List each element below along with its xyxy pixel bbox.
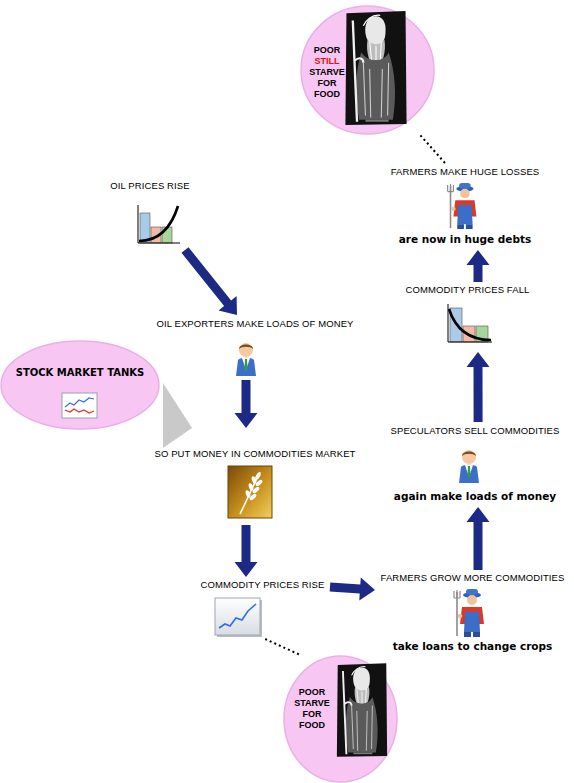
step-label: FARMERS MAKE HUGE LOSSES xyxy=(391,166,540,177)
flow-step: FARMERS MAKE HUGE LOSSES are now in huge … xyxy=(380,163,550,250)
pink-ellipse xyxy=(0,340,160,430)
poor-man-picture xyxy=(345,11,406,125)
dotted-line xyxy=(420,135,445,163)
poor-man-picture xyxy=(337,663,387,757)
farmer-icon xyxy=(448,183,477,229)
flow-step: OIL EXPORTERS MAKE LOADS OF MONEY xyxy=(165,315,345,380)
gray-wedge-arrow xyxy=(163,383,192,448)
stock-chart-icon xyxy=(62,393,97,418)
wheat-icon xyxy=(228,466,272,518)
step-note: take loans to change crops xyxy=(393,640,553,652)
block-arrow xyxy=(467,250,490,282)
block-arrow xyxy=(235,380,258,428)
ellipse-outline xyxy=(301,6,434,134)
speculator-icon xyxy=(459,450,479,483)
wedge-shape xyxy=(163,383,192,448)
flow-arrow xyxy=(467,507,490,570)
step-label: OIL EXPORTERS MAKE LOADS OF MONEY xyxy=(156,318,353,329)
rising-bar-chart xyxy=(138,205,180,243)
flow-arrow xyxy=(235,380,258,428)
step-label: COMMODITY PRICES FALL xyxy=(406,284,530,295)
step-label: SPECULATORS SELL COMMODITIES xyxy=(391,425,560,436)
flow-step: FARMERS GROW MORE COMMODITIES take loans … xyxy=(375,570,570,655)
flow-arrow xyxy=(330,578,375,601)
step-label: COMMODITY PRICES RISE xyxy=(201,579,325,590)
step-label: FARMERS GROW MORE COMMODITIES xyxy=(381,572,565,583)
rising-line-chart xyxy=(215,598,262,637)
flow-arrow xyxy=(467,352,490,422)
step-label: STARVE FOR FOOD xyxy=(304,67,350,100)
flow-step: SPECULATORS SELL COMMODITIES again make l… xyxy=(390,422,560,507)
falling-bar-chart xyxy=(445,304,493,346)
businessman-icon xyxy=(236,343,256,376)
dotted-leader xyxy=(265,639,300,655)
pink-ellipse xyxy=(283,655,398,783)
flow-arrow xyxy=(235,525,258,577)
step-label: STOCK MARKET TANKS xyxy=(16,367,144,379)
step-label: SO PUT MONEY IN COMMODITIES MARKET xyxy=(155,448,356,459)
step-note: again make loads of money xyxy=(394,490,556,502)
block-arrow xyxy=(467,352,490,422)
flow-arrow xyxy=(182,247,238,315)
ellipse-node: POOR STARVE FOR FOOD xyxy=(283,655,398,783)
flow-arrow xyxy=(467,250,490,282)
ellipse-node: STOCK MARKET TANKS xyxy=(0,340,160,430)
flow-step: OIL PRICES RISE xyxy=(100,175,200,250)
flow-step: SO PUT MONEY IN COMMODITIES MARKET xyxy=(192,428,318,525)
ellipse-outline xyxy=(1,341,159,429)
flow-step: COMMODITY PRICES RISE xyxy=(195,577,330,639)
step-label: POOR xyxy=(304,45,350,56)
farmer-icon xyxy=(454,589,484,637)
dotted-leader xyxy=(420,135,445,163)
dotted-line xyxy=(265,639,300,655)
block-arrow xyxy=(235,525,258,577)
block-arrow xyxy=(330,578,375,601)
step-label: OIL PRICES RISE xyxy=(110,180,189,191)
step-label: STILL xyxy=(304,56,350,67)
step-note: are now in huge debts xyxy=(399,233,531,245)
ellipse-outline xyxy=(284,656,397,782)
ellipse-node: POORSTILLSTARVE FOR FOOD xyxy=(300,5,435,135)
block-arrow xyxy=(467,507,490,570)
step-label: POOR STARVE FOR FOOD xyxy=(289,687,335,731)
block-arrow xyxy=(182,247,238,315)
flow-step: COMMODITY PRICES FALL xyxy=(400,282,535,352)
